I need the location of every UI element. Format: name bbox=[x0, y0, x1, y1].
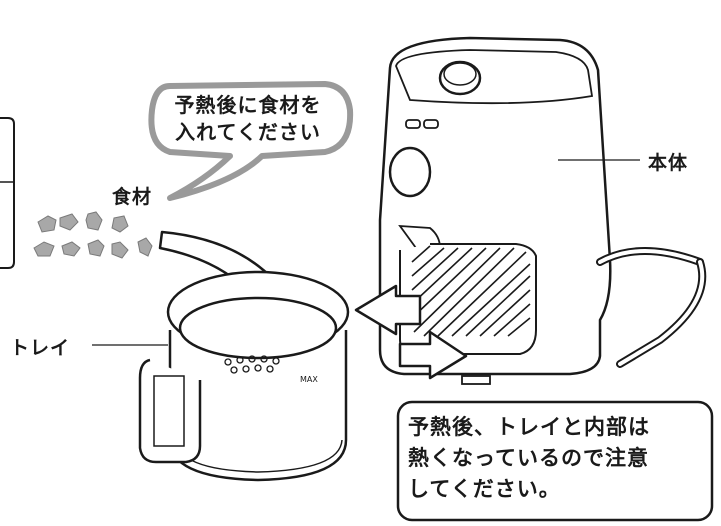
speech-bubble-text: 予熱後に食材を 入れてください bbox=[150, 92, 346, 146]
left-frame bbox=[0, 117, 15, 269]
food-label: 食材 bbox=[112, 186, 153, 208]
speech-bubble-line-2: 入れてください bbox=[175, 120, 321, 144]
tray-label: トレイ bbox=[10, 337, 71, 359]
insert-tray-arrow bbox=[398, 330, 468, 380]
warning-box bbox=[396, 400, 714, 522]
speech-bubble-line-1: 予熱後に食材を bbox=[174, 93, 322, 117]
warning-line-2: 熱くなっているので注意 bbox=[408, 446, 649, 470]
food-pieces bbox=[33, 211, 153, 259]
warning-text: 予熱後、トレイと内部は 熱くなっているので注意 してください。 bbox=[408, 412, 708, 505]
remove-arrow bbox=[354, 284, 422, 336]
warning-line-3: してください。 bbox=[408, 477, 561, 501]
speech-bubble bbox=[148, 81, 354, 201]
inner-grill bbox=[411, 245, 531, 337]
warning-line-1: 予熱後、トレイと内部は bbox=[408, 415, 650, 439]
body-label: 本体 bbox=[648, 152, 689, 174]
max-mark: MAX bbox=[300, 375, 318, 384]
tray bbox=[138, 270, 350, 482]
